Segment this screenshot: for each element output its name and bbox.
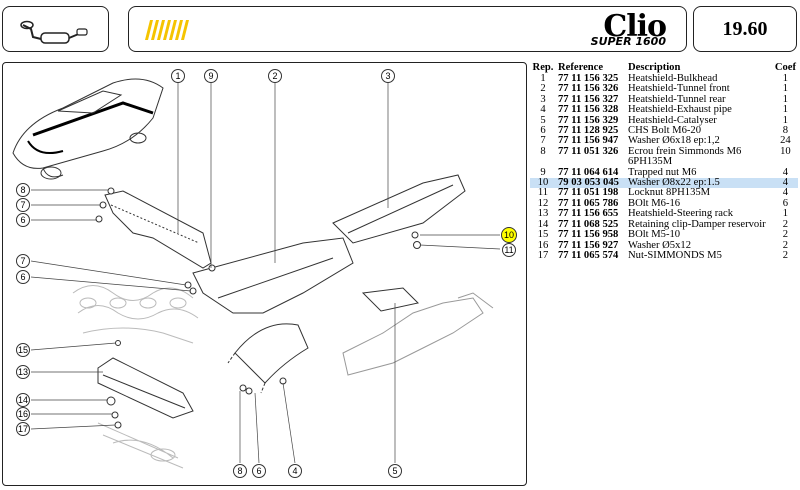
col-rep-header: Rep. <box>532 62 554 74</box>
heatshield-exhaust-pipe <box>227 323 309 394</box>
parts-drawing: 1 9 2 3 8 7 6 7 6 15 13 14 16 17 8 6 <box>12 69 517 478</box>
callout-1 <box>171 69 185 83</box>
callout-16-label: 16 <box>18 409 28 419</box>
callout-4-label: 4 <box>292 466 297 476</box>
callout-6-label: 6 <box>20 215 25 225</box>
manifold-sketch <box>72 285 199 344</box>
section-icon-box <box>2 6 109 52</box>
callout-13-label: 13 <box>18 367 28 377</box>
catalyser-assembly <box>342 287 494 376</box>
callout-8-label: 8 <box>20 185 25 195</box>
model-sublogo: SUPER 1600 <box>590 35 666 48</box>
heatshield-steering-rack <box>97 357 194 419</box>
exhaust-icon <box>20 20 88 44</box>
table-header-row: Rep. Reference Description Coef <box>530 62 798 74</box>
callout-2 <box>268 69 282 83</box>
callout-7b-label: 7 <box>20 256 25 266</box>
callout-10-label: 10 <box>504 230 514 240</box>
callout-6c-label: 6 <box>256 466 261 476</box>
heatshield-bulkhead <box>104 190 212 269</box>
callout-3 <box>381 69 395 83</box>
callout-11-label: 11 <box>504 245 513 255</box>
brand-stripes-icon <box>145 20 189 40</box>
page-code: 19.60 <box>693 6 797 52</box>
callout-6b-label: 6 <box>20 272 25 282</box>
model-logo: Clio <box>603 9 667 44</box>
callout-2-label: 2 <box>272 71 277 81</box>
callout-1-label: 1 <box>175 71 180 81</box>
heatshield-tunnel-front <box>192 237 354 314</box>
exploded-diagram: 1 9 2 3 8 7 6 7 6 15 13 14 16 17 8 6 <box>2 62 527 486</box>
col-description-header: Description <box>628 62 681 74</box>
table-row[interactable]: 6PH135M <box>628 156 673 168</box>
steering-rack-sketch <box>97 422 184 469</box>
callout-9 <box>204 69 218 83</box>
callout-14-label: 14 <box>18 395 28 405</box>
callout-3-label: 3 <box>385 71 390 81</box>
callout-17-label: 17 <box>18 424 28 434</box>
callout-15-label: 15 <box>18 345 28 355</box>
callout-7-label: 7 <box>20 200 25 210</box>
callout-5-label: 5 <box>392 466 397 476</box>
car-outline <box>12 78 164 180</box>
col-reference-header: Reference <box>558 62 604 74</box>
leader-lines <box>30 83 501 464</box>
callout-8b-label: 8 <box>237 466 242 476</box>
col-coef-header: Coef <box>774 62 796 74</box>
callout-9-label: 9 <box>208 71 213 81</box>
title-box: Clio SUPER 1600 <box>128 6 687 52</box>
callout-10-highlight <box>501 227 517 243</box>
heatshield-tunnel-rear <box>332 174 466 244</box>
